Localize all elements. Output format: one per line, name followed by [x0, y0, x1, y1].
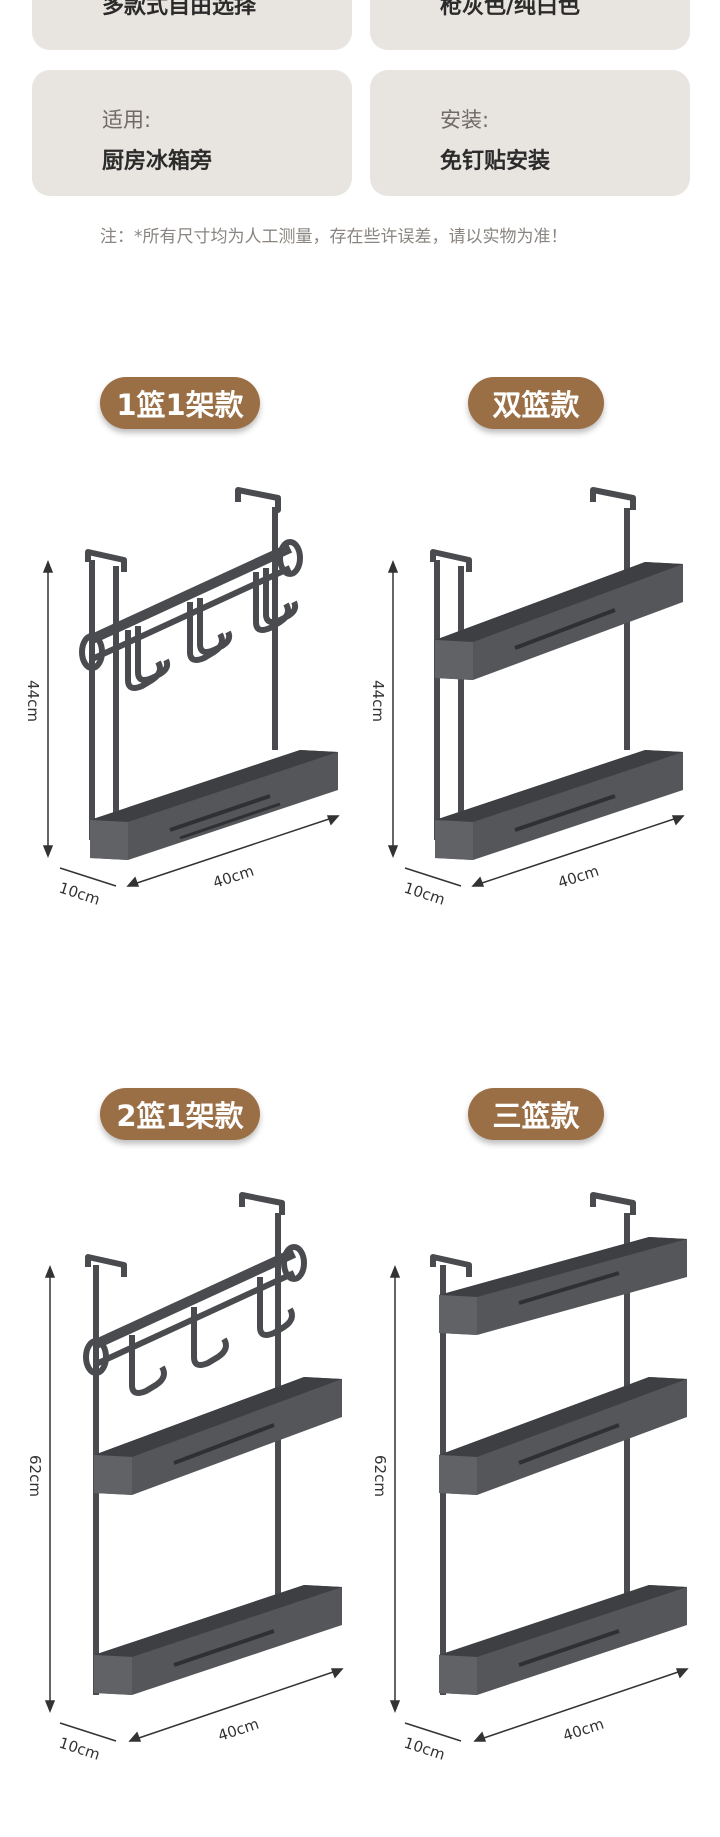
product-2-depth: 10cm [402, 879, 447, 909]
product-2-height: 44cm [369, 680, 387, 722]
product-3-height: 62cm [26, 1455, 44, 1497]
spec-usage-value: 厨房冰箱旁 [102, 149, 213, 174]
spec-card-style: 多款式自由选择 [32, 0, 352, 50]
product-title-4: 三篮款 [468, 1088, 604, 1140]
product-image-4: 62cm 10cm 40cm [371, 1192, 689, 1764]
product-3-width: 40cm [216, 1715, 261, 1745]
spec-card-usage: 适用: 厨房冰箱旁 [32, 70, 352, 196]
product-image-1: 44cm 10cm 40cm [24, 487, 340, 909]
spec-install-label: 安装: [440, 108, 490, 132]
product-2-width: 40cm [556, 862, 601, 892]
spec-card-color: 枪灰色/纯白色 [370, 0, 690, 50]
spec-usage-label: 适用: [102, 108, 152, 132]
product-1-width: 40cm [211, 862, 256, 892]
measurement-note: 注：*所有尺寸均为人工测量，存在些许误差，请以实物为准！ [100, 227, 568, 247]
product-image-2: 44cm 10cm 40cm [369, 487, 685, 909]
product-4-height: 62cm [371, 1455, 389, 1497]
product-4-width: 40cm [561, 1715, 606, 1745]
spec-install-value: 免钉贴安装 [440, 149, 551, 174]
product-title-1: 1篮1架款 [100, 377, 260, 429]
product-title-2: 双篮款 [468, 377, 604, 429]
product-1-depth: 10cm [57, 879, 102, 909]
product-3-depth: 10cm [57, 1734, 102, 1764]
spec-card-install: 安装: 免钉贴安装 [370, 70, 690, 196]
product-title-3: 2篮1架款 [100, 1088, 260, 1140]
product-1-height: 44cm [24, 680, 42, 722]
product-4-depth: 10cm [402, 1734, 447, 1764]
product-image-3: 62cm 10cm 40cm [26, 1192, 344, 1764]
spec-style-value: 多款式自由选择 [102, 0, 257, 19]
spec-color-value: 枪灰色/纯白色 [440, 0, 581, 19]
